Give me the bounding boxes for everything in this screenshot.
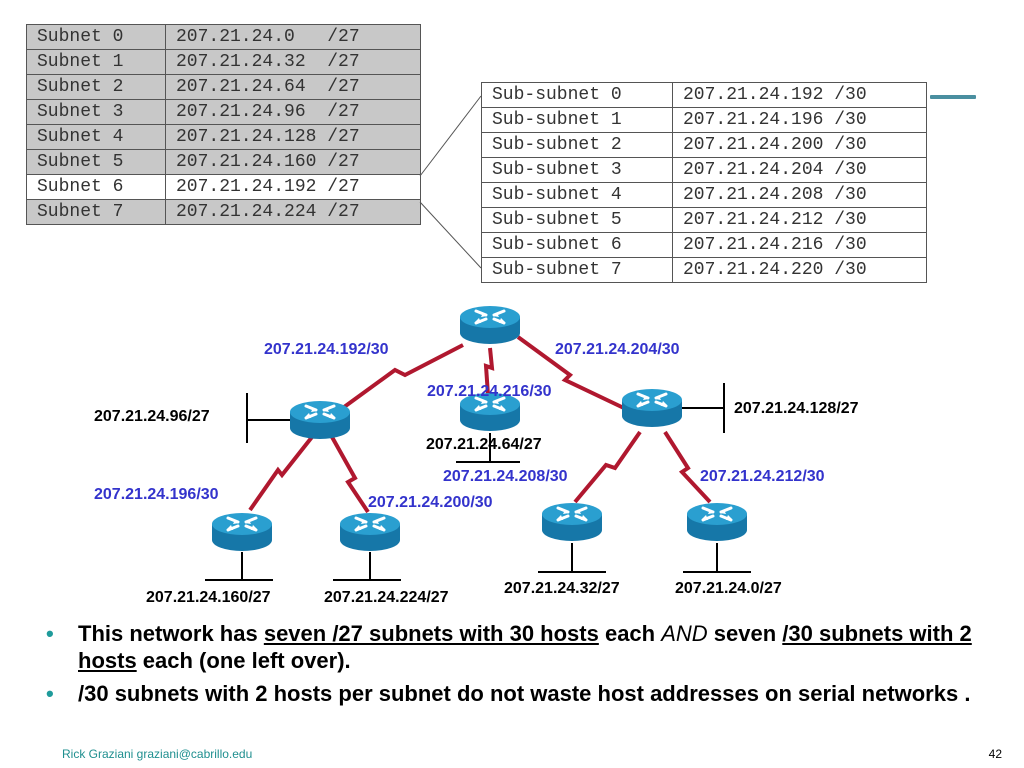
page-number: 42: [988, 747, 1002, 761]
serial-label-204: 207.21.24.204/30: [555, 341, 680, 358]
bullet-item: • /30 subnets with 2 hosts per subnet do …: [44, 680, 994, 707]
lan-label-160: 207.21.24.160/27: [146, 589, 271, 606]
serial-label-212: 207.21.24.212/30: [700, 468, 825, 485]
sub-subnet-name: Sub-subnet 1: [481, 107, 673, 133]
serial-link-212: [663, 430, 712, 504]
subnet-name: Subnet 5: [26, 149, 166, 175]
decorative-line: [930, 95, 976, 99]
sub-subnet-name: Sub-subnet 3: [481, 157, 673, 183]
lan-label-32: 207.21.24.32/27: [504, 580, 620, 597]
subnet-name: Subnet 7: [26, 199, 166, 225]
router-left-icon: [288, 399, 352, 441]
bullet-dot-icon: •: [46, 681, 54, 706]
sub-subnet-address: 207.21.24.220 /30: [672, 257, 927, 283]
serial-label-216: 207.21.24.216/30: [427, 383, 552, 400]
connector-line-bottom: [419, 201, 482, 269]
bullet-text: AND: [661, 621, 708, 646]
subnet-address: 207.21.24.160 /27: [165, 149, 421, 175]
router-bottom-3-icon: [540, 501, 604, 543]
bullet-text: each (one left over).: [136, 648, 351, 673]
bullet-text: seven /27 subnets with 30 hosts: [263, 621, 599, 646]
subnet-address: 207.21.24.192 /27: [165, 174, 421, 200]
lan-label-64: 207.21.24.64/27: [426, 436, 542, 453]
bullet-list: • This network has seven /27 subnets with…: [44, 620, 994, 713]
sub-subnet-name: Sub-subnet 6: [481, 232, 673, 258]
serial-label-196: 207.21.24.196/30: [94, 486, 219, 503]
serial-link-196: [248, 435, 314, 512]
subnet-name: Subnet 2: [26, 74, 166, 100]
bullet-dot-icon: •: [46, 621, 54, 646]
router-bottom-1-icon: [210, 511, 274, 553]
lan-label-96: 207.21.24.96/27: [94, 408, 210, 425]
sub-subnet-name: Sub-subnet 7: [481, 257, 673, 283]
subnet-address: 207.21.24.64 /27: [165, 74, 421, 100]
serial-label-208: 207.21.24.208/30: [443, 468, 568, 485]
bullet-text: This network has: [78, 621, 264, 646]
sub-subnet-address: 207.21.24.204 /30: [672, 157, 927, 183]
sub-subnet-name: Sub-subnet 5: [481, 207, 673, 233]
sub-subnet-address: 207.21.24.212 /30: [672, 207, 927, 233]
serial-link-200: [330, 436, 370, 514]
subnet-address: 207.21.24.32 /27: [165, 49, 421, 75]
subnet-address: 207.21.24.0 /27: [165, 24, 421, 50]
subnet-address: 207.21.24.128 /27: [165, 124, 421, 150]
lan-segments: [205, 383, 751, 581]
subnet-name: Subnet 0: [26, 24, 166, 50]
serial-label-192: 207.21.24.192/30: [264, 341, 389, 358]
sub-subnet-name: Sub-subnet 4: [481, 182, 673, 208]
bullet-text: /30 subnets with 2 hosts per subnet do n…: [78, 681, 971, 706]
connector-line-top: [419, 95, 482, 177]
sub-subnet-name: Sub-subnet 2: [481, 132, 673, 158]
router-top-icon: [458, 304, 522, 346]
serial-links: [248, 335, 712, 514]
footer-author: Rick Graziani graziani@cabrillo.edu: [62, 747, 253, 761]
bullet-text: /30 subnets with 2 hosts: [78, 621, 972, 673]
router-bottom-2-icon: [338, 511, 402, 553]
serial-label-200: 207.21.24.200/30: [368, 494, 493, 511]
router-bottom-4-icon: [685, 501, 749, 543]
serial-link-216: [483, 347, 495, 396]
subnet-name: Subnet 6: [26, 174, 166, 200]
sub-subnet-address: 207.21.24.192 /30: [672, 82, 927, 108]
bullet-text: each: [598, 621, 662, 646]
subnet-address: 207.21.24.96 /27: [165, 99, 421, 125]
lan-label-0: 207.21.24.0/27: [675, 580, 782, 597]
bullet-text: seven: [707, 621, 783, 646]
subnet-address: 207.21.24.224 /27: [165, 199, 421, 225]
serial-link-208: [573, 430, 642, 504]
router-right-icon: [620, 387, 684, 429]
lan-label-128: 207.21.24.128/27: [734, 400, 859, 417]
serial-link-192: [338, 343, 464, 412]
sub-subnet-address: 207.21.24.196 /30: [672, 107, 927, 133]
subnet-name: Subnet 1: [26, 49, 166, 75]
serial-link-204: [516, 335, 629, 412]
subnet-name: Subnet 3: [26, 99, 166, 125]
lan-label-224: 207.21.24.224/27: [324, 589, 449, 606]
sub-subnet-name: Sub-subnet 0: [481, 82, 673, 108]
bullet-item: • This network has seven /27 subnets with…: [44, 620, 994, 674]
